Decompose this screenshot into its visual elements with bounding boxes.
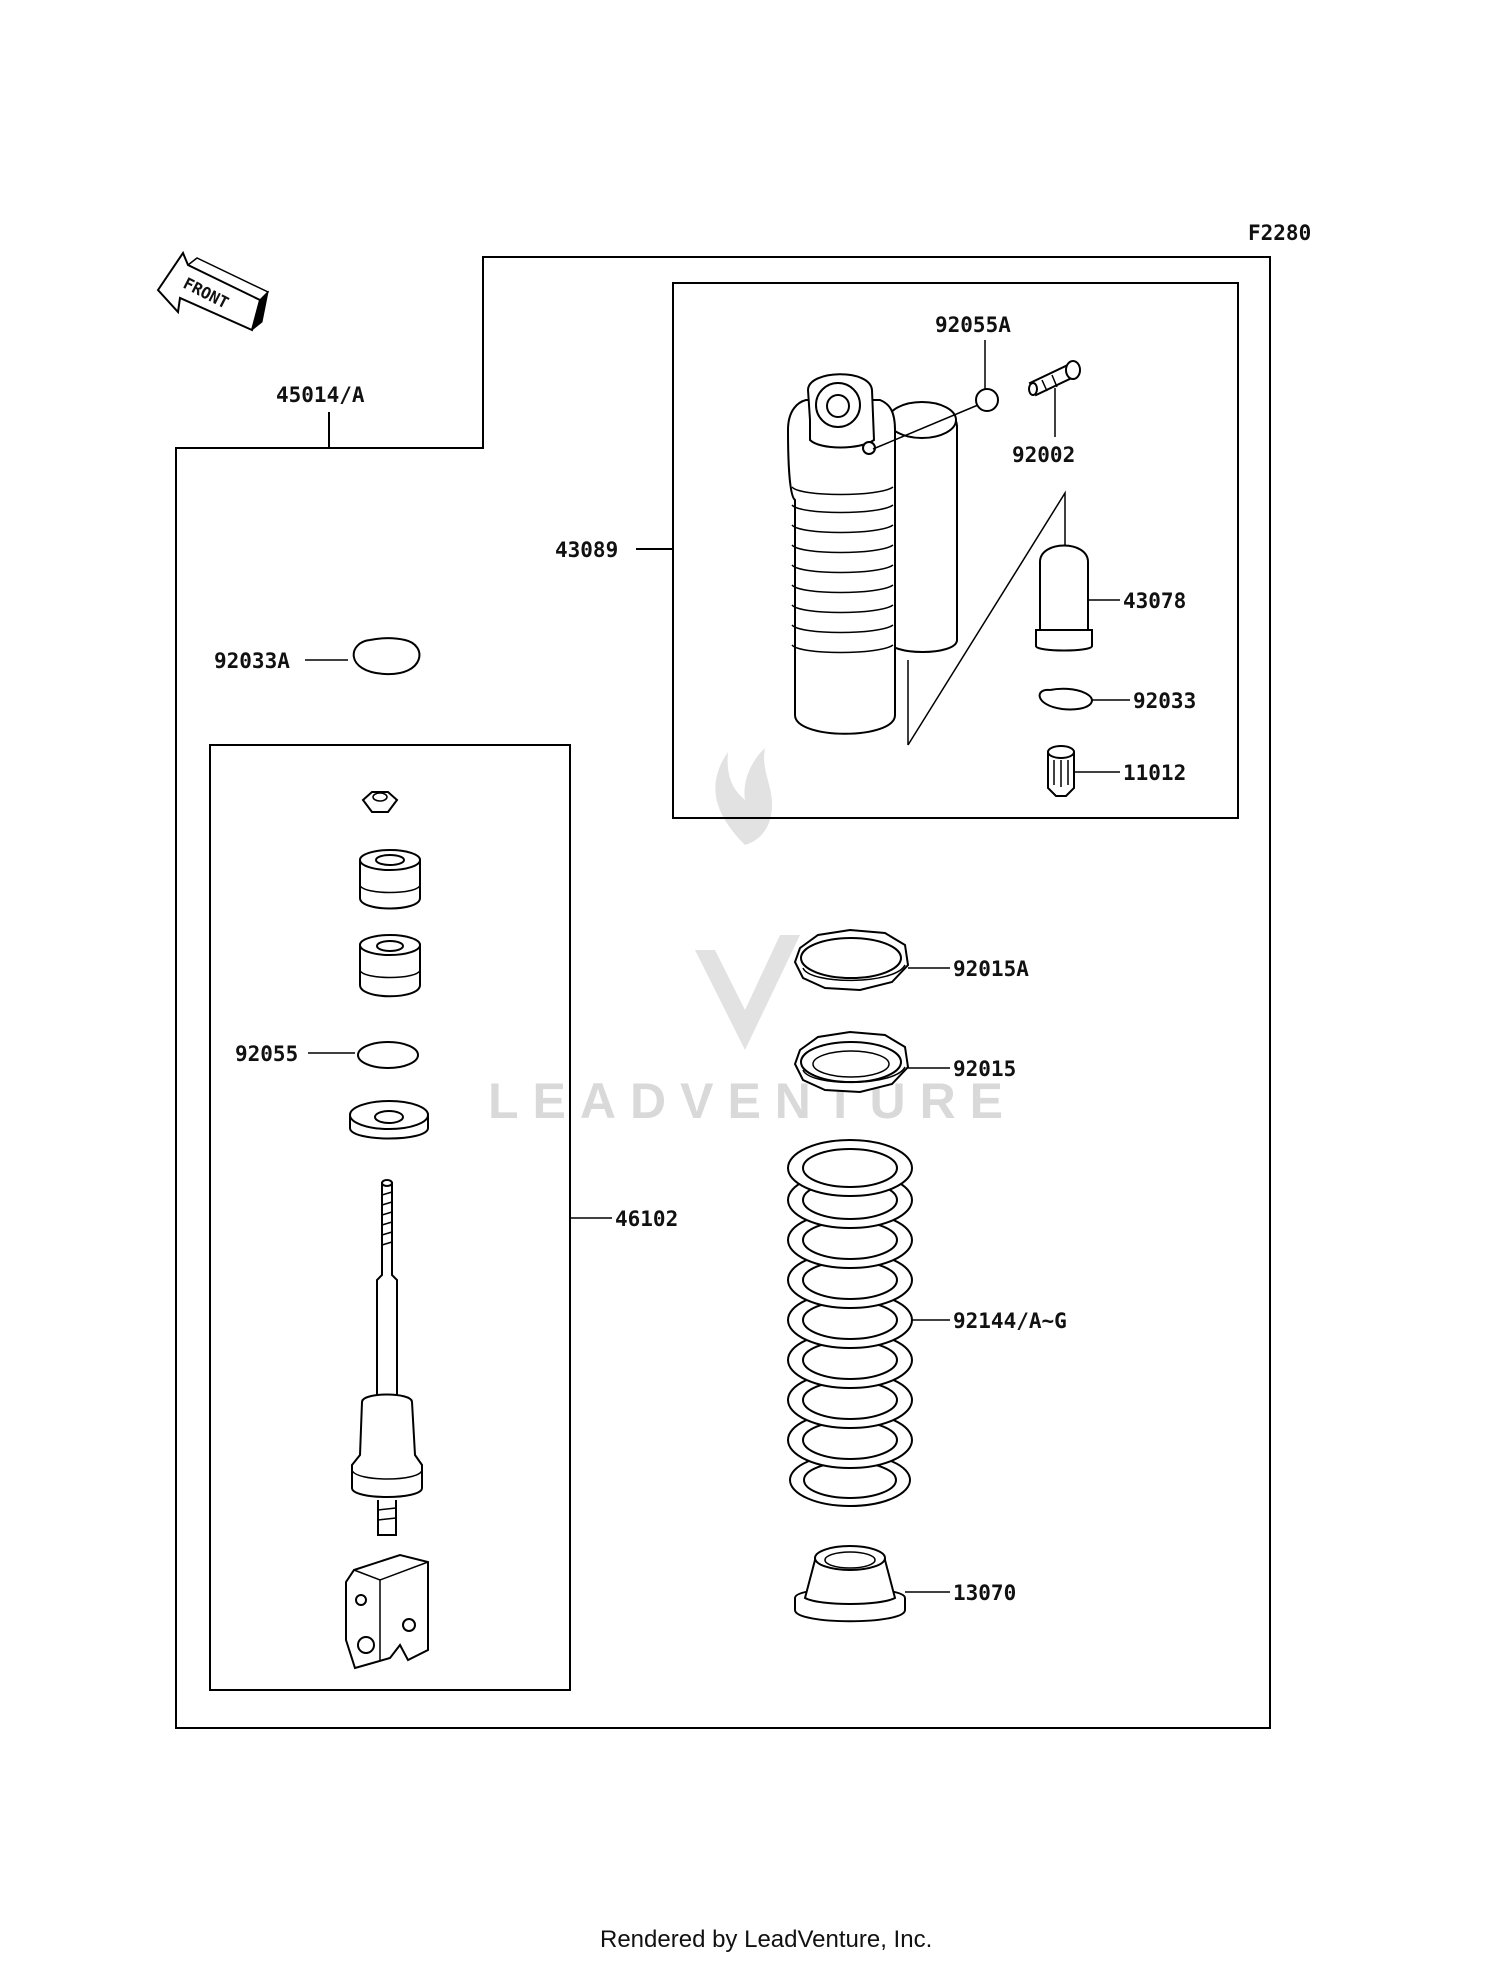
label-92015a: 92015A xyxy=(953,957,1029,981)
assembly-boundary xyxy=(175,256,1271,1729)
rod-assembly-parts xyxy=(345,791,429,1670)
footer-credit: Rendered by LeadVenture, Inc. xyxy=(600,1926,932,1953)
watermark: LEADVENTURE xyxy=(488,748,1017,1129)
label-13070: 13070 xyxy=(953,1581,1016,1605)
label-92055a: 92055A xyxy=(935,313,1011,337)
fitting-icon xyxy=(1028,360,1081,397)
circlip-large-icon xyxy=(352,637,421,676)
o-ring-small-icon xyxy=(975,388,999,412)
label-11012: 11012 xyxy=(1123,761,1186,785)
label-43078: 43078 xyxy=(1123,589,1186,613)
label-92144: 92144/A~G xyxy=(953,1309,1067,1333)
label-46102: 46102 xyxy=(615,1207,678,1231)
spring-icon xyxy=(787,1139,913,1507)
label-92055: 92055 xyxy=(235,1042,298,1066)
label-92033a: 92033A xyxy=(214,649,290,673)
watermark-text: LEADVENTURE xyxy=(488,1073,1017,1129)
label-92002: 92002 xyxy=(1012,443,1075,467)
locknut-a-icon xyxy=(793,928,910,992)
label-92015: 92015 xyxy=(953,1057,1016,1081)
valve-cap-icon xyxy=(1047,745,1075,797)
shock-absorber-body xyxy=(786,373,958,735)
label-92033: 92033 xyxy=(1133,689,1196,713)
locknut-icon xyxy=(793,1030,910,1094)
reservoir-cap-icon xyxy=(1035,544,1093,652)
spring-guide-icon xyxy=(794,1545,906,1623)
shock-unit-box xyxy=(672,282,1239,819)
circlip-small-icon xyxy=(1038,687,1093,711)
label-45014-a: 45014/A xyxy=(276,383,365,407)
diagram-code: F2280 xyxy=(1248,221,1311,245)
front-arrow-icon: FRONT xyxy=(156,250,270,332)
label-43089: 43089 xyxy=(555,538,618,562)
